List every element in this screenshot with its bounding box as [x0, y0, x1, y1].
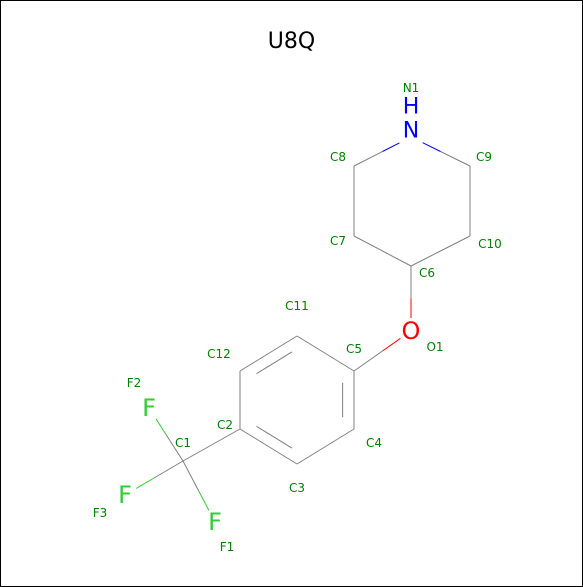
atom-symbol-F3: F [118, 481, 132, 509]
atom-label-C1: C1 [175, 436, 191, 450]
bond-N1-C8 [353, 142, 400, 167]
atom-symbol-N1: N [403, 119, 419, 144]
atom-label-C6: C6 [419, 266, 435, 280]
molecule-title: U8Q [267, 29, 316, 54]
atom-label-C5: C5 [346, 342, 362, 356]
bond-N1-C9 [422, 142, 471, 167]
atom-label-F2: F2 [127, 376, 142, 390]
atom-label-C7: C7 [330, 234, 346, 248]
atom-symbol-F1: F [208, 508, 222, 536]
atom-label-C4: C4 [366, 436, 382, 450]
atom-label-C9: C9 [476, 150, 492, 164]
bond-O1-C5 [353, 338, 401, 372]
bond-C1-F3 [135, 460, 184, 489]
atom-label-N1: N1 [403, 81, 420, 95]
atom-symbol-N1-h: H [403, 95, 420, 120]
bond-C2-C3 [239, 425, 298, 465]
atom-label-C3: C3 [289, 481, 305, 495]
atom-symbol-F2: F [142, 394, 156, 422]
bond-C3-C4 [296, 428, 355, 465]
bond-C7-C6 [353, 235, 412, 267]
atom-label-C11: C11 [285, 299, 309, 313]
atom-label-O1: O1 [426, 340, 443, 354]
bond-C5-C11 [296, 335, 355, 372]
atom-label-C12: C12 [207, 347, 231, 361]
bond-C4-C5 [342, 371, 355, 429]
bond-C1-F2 [155, 418, 184, 462]
atom-label-C8: C8 [330, 150, 346, 164]
bond-C10-C6 [410, 235, 471, 267]
bond-C11-C12 [239, 335, 298, 375]
bond-C1-F1 [182, 460, 210, 511]
bond-C2-C1 [182, 428, 241, 462]
atom-label-F1: F1 [220, 540, 235, 554]
atom-label-C10: C10 [478, 237, 502, 251]
atom-label-C2: C2 [217, 418, 233, 432]
atom-symbol-O1: O [402, 317, 421, 345]
atom-label-F3: F3 [93, 506, 108, 520]
